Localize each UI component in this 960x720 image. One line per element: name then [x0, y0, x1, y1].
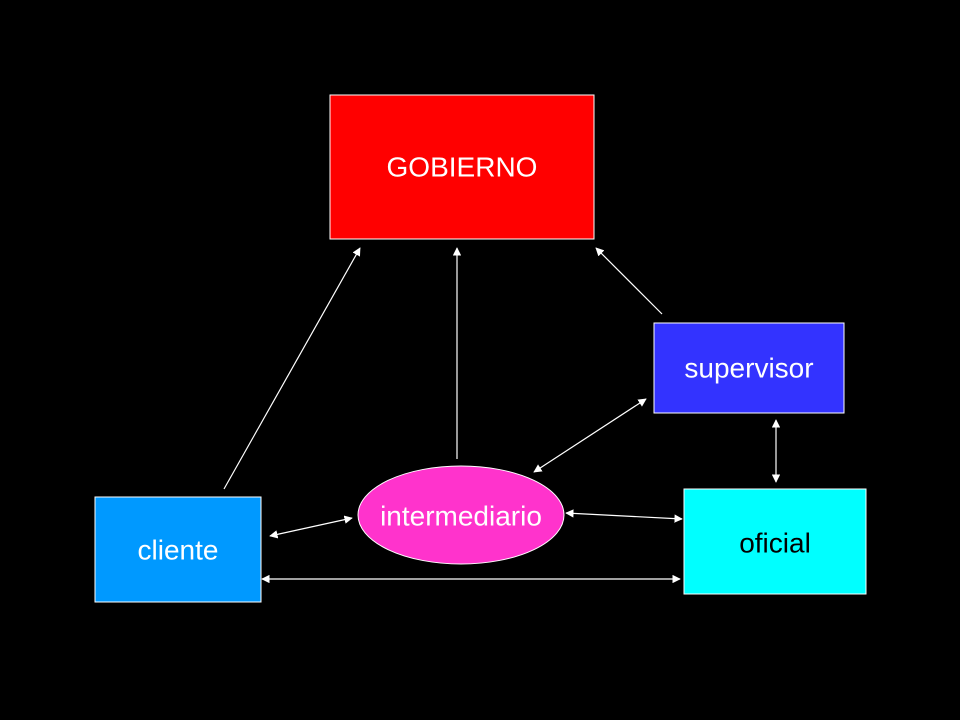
supervisor-box	[653, 322, 845, 414]
node-intermediario: intermediario	[357, 465, 565, 565]
arrow-cliente-to-gobierno	[223, 247, 361, 490]
supervisor-label: supervisor	[684, 353, 813, 384]
arrow-supervisor-intermediario	[533, 398, 647, 473]
node-oficial: oficial	[683, 488, 867, 595]
gobierno-box	[329, 94, 595, 240]
arrow-supervisor-to-gobierno	[595, 247, 663, 315]
intermediario-label: intermediario	[380, 501, 542, 532]
cliente-label: cliente	[138, 535, 219, 566]
intermediario-ellipse	[357, 465, 565, 565]
node-supervisor: supervisor	[653, 322, 845, 414]
gobierno-label: GOBIERNO	[387, 152, 538, 183]
node-gobierno: GOBIERNO	[329, 94, 595, 240]
arrow-cliente-intermediario	[269, 515, 353, 539]
oficial-label: oficial	[739, 528, 811, 559]
arrow-intermediario-oficial	[565, 509, 683, 523]
node-cliente: cliente	[94, 496, 262, 603]
cliente-box	[94, 496, 262, 603]
oficial-box	[683, 488, 867, 595]
connectors	[223, 247, 781, 584]
